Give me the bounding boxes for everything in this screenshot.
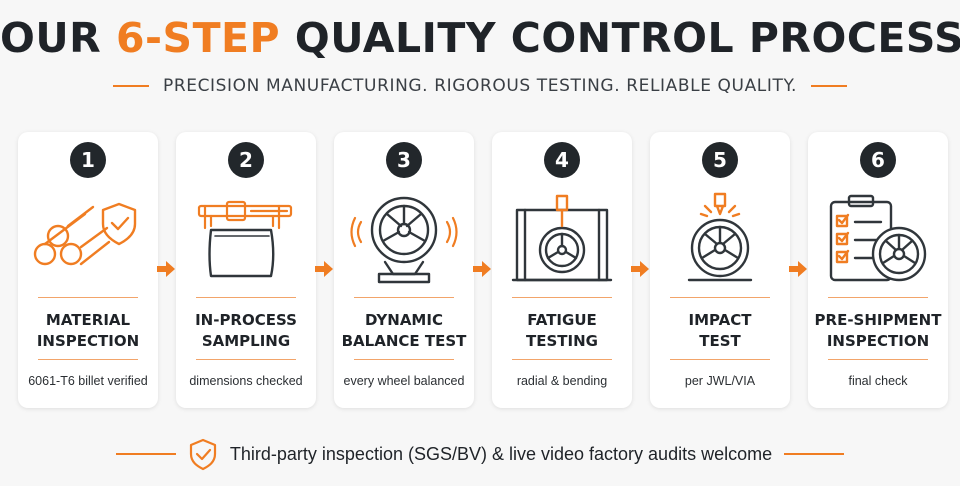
step-description: dimensions checked bbox=[189, 374, 303, 388]
divider bbox=[670, 359, 770, 360]
arrow-right-icon bbox=[789, 261, 807, 277]
caliper-icon bbox=[197, 200, 293, 278]
page-title: OUR 6-STEP QUALITY CONTROL PROCESS bbox=[0, 14, 960, 62]
step-title: FATIGUE TESTING bbox=[492, 310, 632, 352]
step-number-badge: 6 bbox=[860, 142, 896, 178]
step-title: PRE-SHIPMENT INSPECTION bbox=[808, 310, 948, 352]
step-number-badge: 4 bbox=[544, 142, 580, 178]
divider bbox=[670, 297, 770, 298]
subtitle-row: PRECISION MANUFACTURING. RIGOROUS TESTIN… bbox=[0, 74, 960, 98]
step-card-3: 3 DYNAMIC BALANCE TEST every wheel balanc… bbox=[334, 132, 474, 408]
step-title: IN-PROCESS SAMPLING bbox=[176, 310, 316, 352]
footer-rule-right bbox=[784, 453, 845, 455]
divider bbox=[354, 297, 454, 298]
step-title-line1: DYNAMIC bbox=[365, 311, 443, 329]
step-title-line1: PRE-SHIPMENT bbox=[814, 311, 942, 329]
divider bbox=[196, 359, 296, 360]
step-title: IMPACT TEST bbox=[650, 310, 790, 352]
title-accent: 6-STEP bbox=[116, 14, 281, 62]
title-suffix: QUALITY CONTROL PROCESS bbox=[280, 14, 960, 62]
step-number-badge: 5 bbox=[702, 142, 738, 178]
divider bbox=[512, 297, 612, 298]
divider bbox=[828, 297, 928, 298]
step-title: DYNAMIC BALANCE TEST bbox=[334, 310, 474, 352]
arrow-right-icon bbox=[631, 261, 649, 277]
step-title-line1: IN-PROCESS bbox=[195, 311, 297, 329]
billet-shield-icon bbox=[33, 202, 137, 266]
step-title-line2: SAMPLING bbox=[201, 332, 291, 350]
step-description: per JWL/VIA bbox=[684, 374, 756, 388]
impact-wheel-icon bbox=[687, 192, 753, 282]
divider bbox=[38, 297, 138, 298]
divider bbox=[828, 359, 928, 360]
arrow-right-icon bbox=[315, 261, 333, 277]
divider bbox=[512, 359, 612, 360]
step-description: 6061-T6 billet verified bbox=[28, 374, 148, 388]
step-card-6: 6 PRE-SHIPMENT INSPECTION final check bbox=[808, 132, 948, 408]
step-title-line1: IMPACT bbox=[688, 311, 752, 329]
subtitle-rule-right bbox=[811, 85, 848, 87]
divider bbox=[354, 359, 454, 360]
subtitle-rule-left bbox=[112, 85, 149, 87]
footer-rule-left bbox=[115, 453, 176, 455]
checklist-wheel-icon bbox=[829, 194, 927, 282]
step-card-1: 1 MATERIAL INSPECTION 6061-T6 billet veri… bbox=[18, 132, 158, 408]
arrow-right-icon bbox=[157, 261, 175, 277]
step-title-line2: TEST bbox=[699, 332, 741, 350]
shield-check-icon bbox=[189, 438, 216, 471]
step-card-2: 2 IN-PROCESS SAMPLING dimensions checked bbox=[176, 132, 316, 408]
footer: Third-party inspection (SGS/BV) & live v… bbox=[0, 436, 960, 472]
step-description: radial & bending bbox=[516, 374, 608, 388]
arrow-right-icon bbox=[473, 261, 491, 277]
divider bbox=[196, 297, 296, 298]
step-description: every wheel balanced bbox=[343, 374, 465, 388]
divider bbox=[38, 359, 138, 360]
step-number-badge: 3 bbox=[386, 142, 422, 178]
step-title-line2: INSPECTION bbox=[36, 332, 140, 350]
step-number-badge: 1 bbox=[70, 142, 106, 178]
step-title-line2: INSPECTION bbox=[826, 332, 930, 350]
balance-machine-icon bbox=[350, 196, 458, 284]
step-card-4: 4 FATIGUE TESTING radial & bending bbox=[492, 132, 632, 408]
step-card-5: 5 IMPACT TEST per JWL/VIA bbox=[650, 132, 790, 408]
step-title-line2: TESTING bbox=[526, 332, 598, 350]
fatigue-rig-icon bbox=[511, 194, 613, 282]
subtitle: PRECISION MANUFACTURING. RIGOROUS TESTIN… bbox=[162, 76, 798, 96]
step-title-line1: FATIGUE bbox=[527, 311, 597, 329]
step-number-badge: 2 bbox=[228, 142, 264, 178]
step-title-line2: BALANCE TEST bbox=[341, 332, 467, 350]
step-description: final check bbox=[848, 374, 908, 388]
step-title-line1: MATERIAL bbox=[45, 311, 131, 329]
footer-text: Third-party inspection (SGS/BV) & live v… bbox=[229, 443, 773, 464]
title-prefix: OUR bbox=[0, 14, 116, 62]
step-title: MATERIAL INSPECTION bbox=[18, 310, 158, 352]
